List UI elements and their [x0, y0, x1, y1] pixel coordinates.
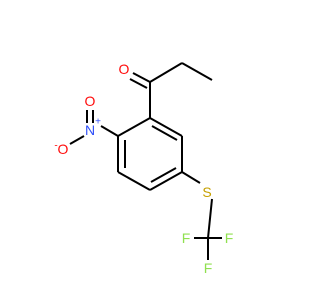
bond-carbonyl-ch2 — [149, 62, 183, 83]
ring-bond-c3-c4 — [149, 171, 183, 191]
atom-o-nitro-left: O — [58, 141, 69, 157]
bond-c6-n — [100, 125, 119, 137]
bonds — [69, 62, 222, 260]
bond-ch2-ch3 — [181, 62, 213, 81]
bond-carbonyl-o-2 — [129, 78, 148, 89]
ring-bond-c6-c1 — [117, 117, 151, 137]
bond-carbonyl-o-1 — [132, 72, 151, 83]
ring-bond-c3-c4-inner — [150, 167, 177, 183]
atom-f-bottom: F — [204, 260, 213, 276]
ring-bond-c4-c5 — [117, 171, 151, 191]
atom-f-right: F — [225, 230, 234, 246]
atom-o-nitro-top: O — [85, 93, 96, 109]
ring-bond-c1-c2 — [149, 117, 183, 137]
ring-bond-c1-c2-inner — [151, 125, 178, 141]
charge-o-minus: - — [54, 141, 57, 152]
atom-o-ketone: O — [119, 61, 130, 77]
bond-n-o-left — [69, 135, 85, 145]
atom-labels: O N + O O - S F F F — [54, 61, 233, 276]
atom-f-left: F — [182, 230, 191, 246]
molecule-structure-diagram: O N + O O - S F F F — [54, 61, 233, 276]
bond-c3-s — [181, 171, 201, 184]
atom-n-nitro: N — [85, 122, 95, 138]
bond-s-cf3 — [207, 198, 213, 239]
atom-s: S — [202, 184, 211, 200]
charge-n-plus: + — [95, 117, 101, 128]
